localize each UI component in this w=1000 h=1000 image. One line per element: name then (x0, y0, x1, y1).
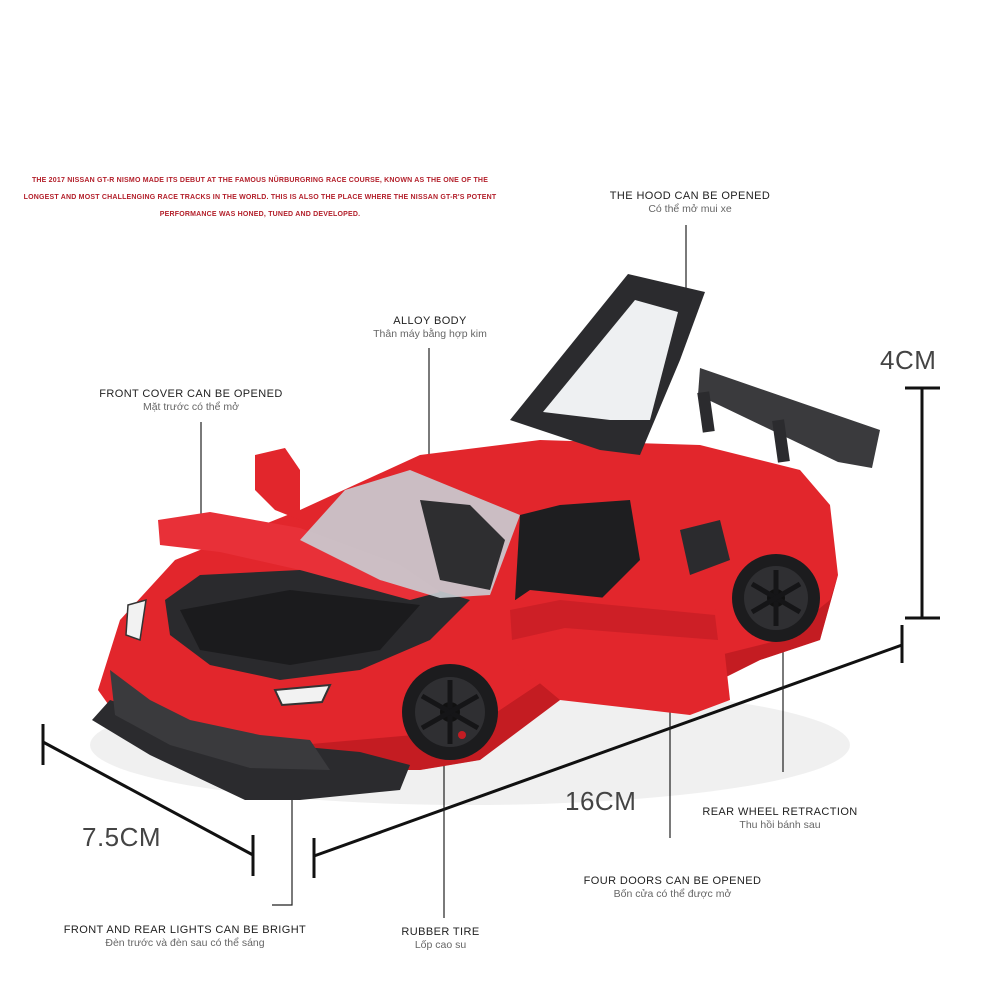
length-dimension-label: 16CM (565, 786, 637, 816)
width-dimension-line (41, 724, 255, 876)
callout-lights-subtitle: Đèn trước và đèn sau có thể sáng (105, 937, 265, 949)
width-dimension-label: 7.5CM (82, 822, 162, 852)
callout-tire-title: RUBBER TIRE (401, 926, 480, 938)
height-dimension-label: 4CM (880, 345, 937, 375)
callout-lights-title: FRONT AND REAR LIGHTS CAN BE BRIGHT (63, 924, 307, 936)
callout-rear-wheel-subtitle: Thu hồi bánh sau (739, 819, 821, 831)
callout-front-cover-title: FRONT COVER CAN BE OPENED (99, 388, 283, 400)
callout-alloy-body-title: ALLOY BODY (393, 315, 467, 327)
callout-doors-subtitle: Bốn cửa có thể được mở (613, 888, 732, 900)
length-dimension-line (312, 625, 904, 878)
callout-tire: RUBBER TIRE Lốp cao su (378, 926, 503, 951)
callout-doors: FOUR DOORS CAN BE OPENED Bốn cửa có thể … (560, 875, 785, 900)
callout-front-cover: FRONT COVER CAN BE OPENED Mặt trước có t… (80, 388, 302, 413)
callout-hood-subtitle: Có thể mở mui xe (648, 203, 732, 215)
callout-doors-title: FOUR DOORS CAN BE OPENED (583, 875, 762, 887)
intro-text: THE 2017 NISSAN GT-R NISMO MADE ITS DEBU… (23, 177, 497, 218)
callout-hood-title: THE HOOD CAN BE OPENED (609, 190, 771, 202)
red-sports-car-image (90, 274, 880, 805)
callout-lights: FRONT AND REAR LIGHTS CAN BE BRIGHT Đèn … (40, 924, 330, 949)
callout-tire-subtitle: Lốp cao su (414, 939, 467, 951)
callout-rear-wheel-title: REAR WHEEL RETRACTION (702, 806, 858, 818)
callout-rear-wheel: REAR WHEEL RETRACTION Thu hồi bánh sau (690, 806, 870, 831)
callout-leader-lines (200, 225, 784, 918)
callout-hood: THE HOOD CAN BE OPENED Có thể mở mui xe (590, 190, 790, 215)
callout-alloy-body-subtitle: Thân máy bằng hợp kim (373, 328, 487, 340)
callout-front-cover-subtitle: Mặt trước có thể mở (142, 401, 240, 413)
height-dimension-line (905, 386, 940, 620)
callout-alloy-body: ALLOY BODY Thân máy bằng hợp kim (340, 315, 520, 340)
